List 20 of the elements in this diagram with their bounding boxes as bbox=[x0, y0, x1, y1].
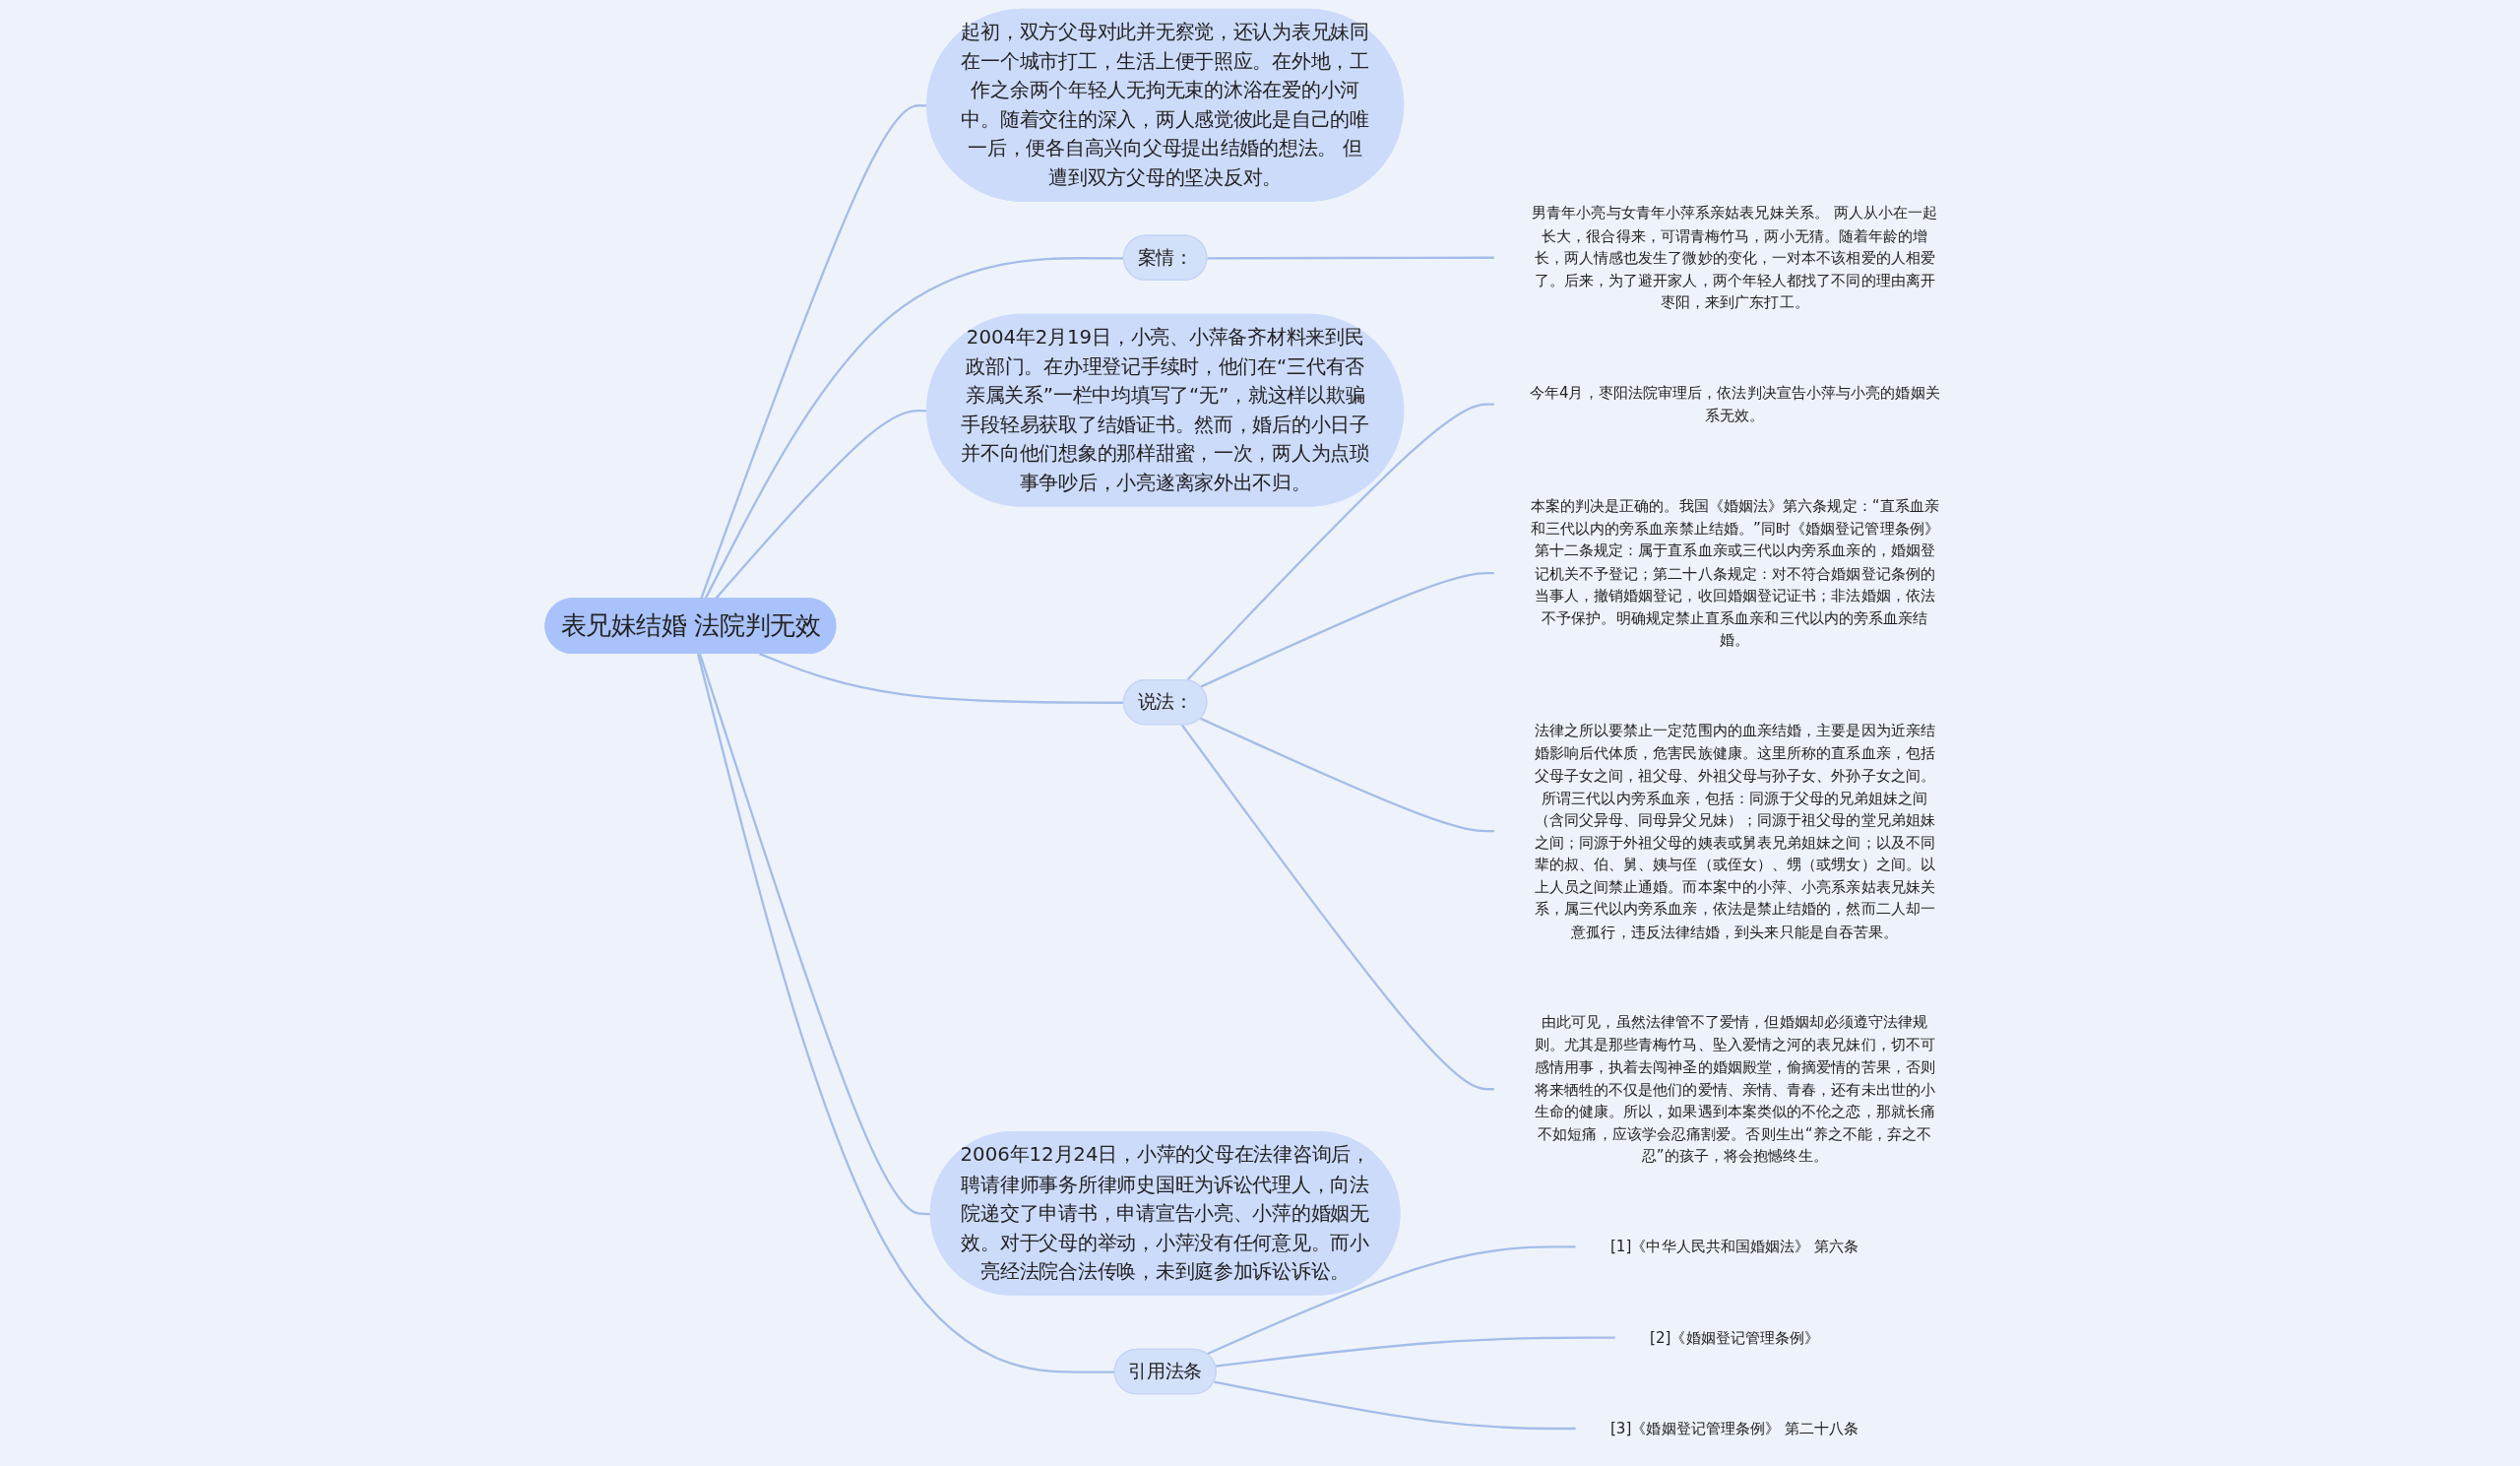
node-text: [3]《婚姻登记管理条例》 第二十八条 bbox=[1609, 1419, 1859, 1437]
connector bbox=[697, 653, 1115, 1373]
connector bbox=[1180, 724, 1495, 1091]
connector bbox=[1214, 1380, 1577, 1431]
node-text: [1]《中华人民共和国婚姻法》 第六条 bbox=[1609, 1238, 1859, 1255]
connector bbox=[1206, 1245, 1577, 1356]
connector bbox=[1200, 571, 1495, 688]
node-text: [2]《婚姻登记管理条例》 bbox=[1650, 1328, 1820, 1347]
connector bbox=[698, 653, 931, 1216]
connector bbox=[1200, 717, 1495, 833]
node-text: 法律之所以要禁止一定范围内的血亲结婚，主要是因为近亲结婚影响后代体质，危害民族健康。这里所称的直系血亲，包括父母子女之间，祖父母、外祖父母与孙子女、外孙子女之间。所谓三代以内旁系血亲，包括：同源于父母的兄弟姐妹之间（含同父异母、同母异父兄妹）；同源于祖父母的堂兄弟姐妹之间；同源于外祖父母的姨表或舅表兄弟姐妹之间；以及不同辈的叔、伯、舅、姨与侄（或侄女）、甥（或甥女）之间。以上人员之间禁止通婚。而本案中的小萍、小亮系亲姑表兄妹关系，属三代以内旁系血亲，依法是禁止结婚的，然而二人却一意孤行，违反法律结婚，到头来只能是自吞苦果。 bbox=[1534, 722, 1935, 940]
node-text: 今年4月，枣阳法院审理后，依法判决宣告小萍与小亮的婚姻关系无效。 bbox=[1529, 384, 1940, 424]
connector bbox=[1215, 1336, 1616, 1368]
connector bbox=[759, 653, 1124, 704]
connector bbox=[1185, 403, 1495, 681]
connector bbox=[1207, 256, 1495, 260]
node-text: 本案的判决是正确的。我国《婚姻法》第六条规定：“直系血亲和三代以内的旁系血亲禁止结婚。”同时《婚姻登记管理条例》第十二条规定：属于直系血亲或三代以内旁系血亲的，婚姻登记机关不予登记；第二十八条规定：对不符合婚姻登记条例的当事人，撤销婚姻登记，收回婚姻登记证书；非法婚姻，依法不予保护。明确规定禁止直系血亲和三代以内的旁系血亲结婚。 bbox=[1530, 497, 1939, 649]
node-text: 男青年小亮与女青年小萍系亲姑表兄妹关系。 两人从小在一起长大，很合得来，可谓青梅竹马，两小无猜。随着年龄的增长，两人情感也发生了微妙的变化，一对本不该相爱的人相爱了。后来，为了避开家人，两个年轻人都找了不同的理由离开枣阳，来到广东打工。 bbox=[1532, 204, 1938, 311]
node-text: 由此可见，虽然法律管不了爱情，但婚姻却必须遵守法律规则。尤其是那些青梅竹马、坠入爱情之河的表兄妹们，切不可感情用事，执着去闯神圣的婚姻殿堂，偷摘爱情的苦果，否则将来牺牲的不仅是他们的爱情、亲情、青春，还有未出世的小生命的健康。所以，如果遇到本案类似的不伦之恋，那就长痛不如短痛，应该学会忍痛割爱。否则生出“养之不能，弃之不忍”的孩子，将会抱憾终生。 bbox=[1534, 1013, 1935, 1165]
connector bbox=[704, 257, 1124, 600]
